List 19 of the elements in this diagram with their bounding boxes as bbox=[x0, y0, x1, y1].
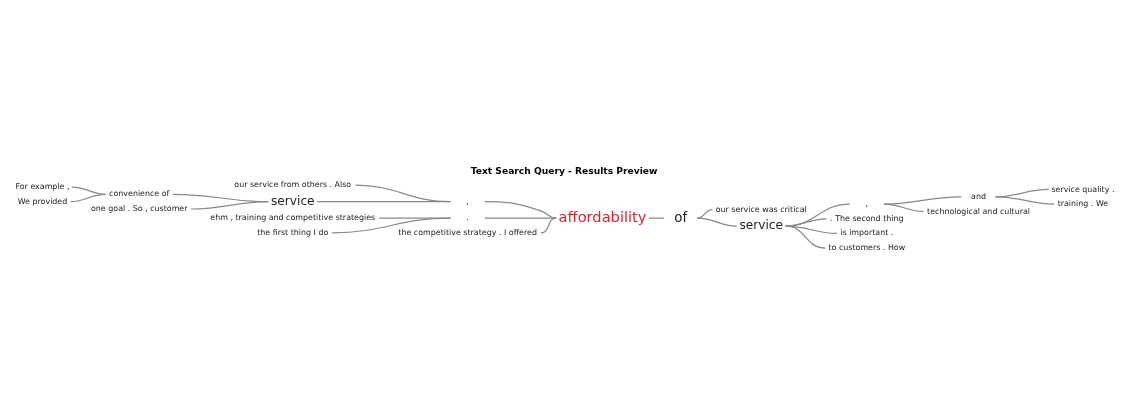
connector bbox=[785, 203, 851, 227]
connector bbox=[995, 196, 1055, 205]
connector bbox=[69, 193, 107, 203]
node-text: service bbox=[270, 193, 315, 208]
connector bbox=[540, 217, 557, 234]
diagram-title: Text Search Query - Results Preview bbox=[470, 165, 658, 176]
node-text: service bbox=[739, 218, 784, 233]
connector bbox=[696, 209, 713, 219]
connector bbox=[696, 217, 738, 227]
connector bbox=[190, 201, 269, 210]
node-text: affordability bbox=[558, 207, 647, 225]
connector bbox=[316, 201, 452, 203]
connector bbox=[331, 217, 452, 234]
connector bbox=[883, 196, 963, 205]
connector bbox=[484, 201, 557, 219]
connector bbox=[785, 218, 828, 227]
connector bbox=[883, 203, 925, 213]
connector bbox=[785, 225, 826, 249]
node-text: of bbox=[674, 209, 688, 225]
